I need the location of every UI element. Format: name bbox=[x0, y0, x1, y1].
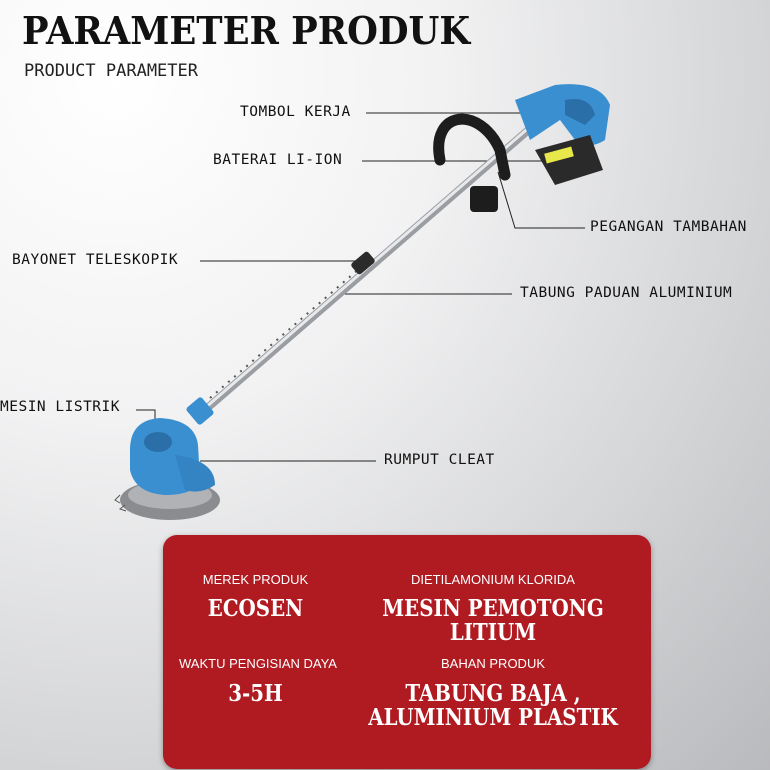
spec-card: MEREK PRODUK ECOSEN DIETILAMONIUM KLORID… bbox=[163, 535, 651, 769]
callout-lines bbox=[136, 112, 585, 462]
callout-battery: BATERAI LI-ION bbox=[213, 152, 343, 168]
callout-motor: MESIN LISTRIK bbox=[0, 399, 120, 415]
callout-work-button: TOMBOL KERJA bbox=[240, 104, 351, 120]
callout-tube: TABUNG PADUAN ALUMINIUM bbox=[520, 285, 733, 301]
callout-cleat: RUMPUT CLEAT bbox=[384, 452, 495, 468]
spec-label-charge-time: WAKTU PENGISIAN DAYA bbox=[179, 656, 337, 671]
callout-aux-handle: PEGANGAN TAMBAHAN bbox=[590, 219, 747, 235]
page-title: PARAMETER PRODUK bbox=[22, 8, 471, 53]
spec-value-material: TABUNG BAJA , ALUMINIUM PLASTIK bbox=[368, 680, 618, 731]
page-subtitle: PRODUCT PARAMETER bbox=[24, 61, 198, 81]
spec-label-brand: MEREK PRODUK bbox=[202, 572, 309, 587]
callout-telescopic: BAYONET TELESKOPIK bbox=[12, 252, 179, 268]
spec-value-charge-time: 3-5H bbox=[228, 680, 283, 707]
spec-value-type: MESIN PEMOTONG LITIUM bbox=[382, 595, 604, 646]
spec-label-material: BAHAN PRODUK bbox=[440, 656, 546, 671]
spec-label-type: DIETILAMONIUM KLORIDA bbox=[411, 572, 575, 587]
spec-value-brand: ECOSEN bbox=[207, 595, 304, 622]
